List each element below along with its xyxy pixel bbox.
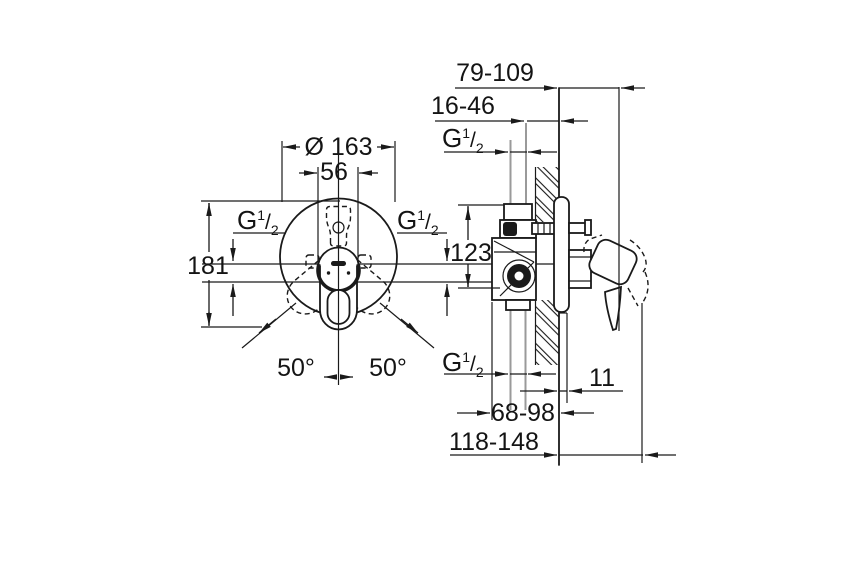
dim-tile-thickness-label: 11 xyxy=(589,364,615,392)
dim-height-label: 181 xyxy=(187,252,229,280)
dim-depth-front: 79-109 xyxy=(455,59,645,91)
diverter-knob-outline xyxy=(325,205,352,247)
dim-height: 181 xyxy=(187,200,340,328)
lever-handle-side xyxy=(583,234,649,332)
side-view: 79-109 16-46 G1/2 123 G1/2 xyxy=(431,59,676,466)
dim-depth-front-label: 79-109 xyxy=(456,59,534,87)
valve-body xyxy=(491,203,559,311)
cartridge-housing xyxy=(568,219,592,289)
outlet-port-boss xyxy=(502,259,536,293)
wall-hatch-lower xyxy=(535,300,559,365)
dim-body-depth: 68-98 xyxy=(457,302,594,427)
dim-swing-left-label: 50° xyxy=(277,354,315,382)
front-view: Ø 163 56 181 G1/2 G1/2 xyxy=(187,133,450,385)
dim-total-depth-label: 118-148 xyxy=(449,428,539,456)
dim-total-depth: 118-148 xyxy=(449,428,676,458)
svg-text:G1/2: G1/2 xyxy=(442,347,484,380)
thread-label-side-top: G1/2 xyxy=(442,123,557,156)
lever-blade xyxy=(604,285,622,332)
svg-text:G1/2: G1/2 xyxy=(442,123,484,156)
supply-pipes xyxy=(509,123,527,410)
dim-swing-angles: 50° 50° xyxy=(241,302,435,382)
dim-body-height: 123 xyxy=(450,204,504,289)
hub-tab-left-dashed xyxy=(305,254,320,269)
thread-label-front-left: G1/2 xyxy=(230,205,286,316)
dim-body-depth-label: 68-98 xyxy=(491,399,555,427)
dim-rough-in: 16-46 xyxy=(431,92,588,124)
dim-hole-spacing: 56 xyxy=(299,158,378,264)
dim-diameter: Ø 163 xyxy=(281,133,396,202)
svg-text:G1/2: G1/2 xyxy=(237,205,279,238)
svg-text:G1/2: G1/2 xyxy=(397,205,439,238)
dim-tile-thickness: 11 xyxy=(520,364,623,394)
dim-body-height-label: 123 xyxy=(450,239,492,267)
lever-dashed-up-position xyxy=(583,234,603,253)
escutcheon-plate-side xyxy=(553,196,570,313)
thread-label-front-right: G1/2 xyxy=(397,205,450,316)
dim-hole-spacing-label: 56 xyxy=(320,158,348,186)
dim-rough-in-label: 16-46 xyxy=(431,92,495,120)
dim-swing-right-label: 50° xyxy=(369,354,407,382)
lever-dashed-out-position xyxy=(642,271,649,303)
thread-label-side-bottom: G1/2 xyxy=(442,347,556,380)
top-outlet-spigot xyxy=(568,222,587,234)
dim-diameter-label: Ø 163 xyxy=(304,133,372,161)
